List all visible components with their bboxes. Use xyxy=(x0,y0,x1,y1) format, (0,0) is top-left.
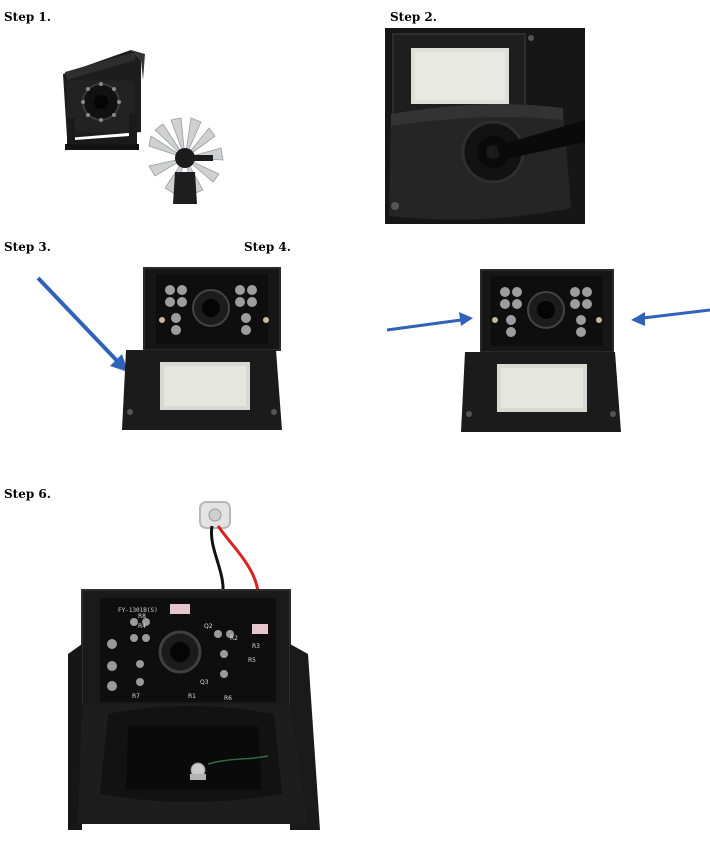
step3-label: Step 3. xyxy=(4,240,51,254)
step6-label: Step 6. xyxy=(4,487,51,501)
step3-photo xyxy=(30,262,290,442)
pcb-label-r7: R7 xyxy=(132,693,140,700)
pcb-label-r5: R5 xyxy=(248,657,256,664)
step1-label: Step 1. xyxy=(4,10,51,24)
left-arrow-icon xyxy=(386,318,462,332)
pcb-label-r8: R8 xyxy=(138,613,146,620)
pcb-label-r3: R3 xyxy=(252,643,260,650)
pcb-label-r1: R1 xyxy=(188,693,196,700)
pcb-label-r4: R4 xyxy=(138,623,146,630)
step4-photo xyxy=(385,262,710,442)
step6-photo: FY-1301B(S) R8 R4 Q2 R2 R3 R5 Q3 R1 R6 R… xyxy=(68,494,328,830)
right-arrow-icon xyxy=(642,308,710,320)
pcb-label-r6: R6 xyxy=(224,695,232,702)
step2-photo xyxy=(385,28,585,224)
pcb-label-q3: Q3 xyxy=(200,679,209,686)
pcb-label-q2: Q2 xyxy=(204,623,213,630)
step1-photo xyxy=(45,40,245,210)
step4-label: Step 4. xyxy=(244,240,291,254)
pointer-arrow-icon xyxy=(36,276,124,368)
pcb-model-text: FY-1301B(S) xyxy=(118,607,158,614)
pcb-label-r2: R2 xyxy=(230,635,238,642)
step2-label: Step 2. xyxy=(390,10,437,24)
